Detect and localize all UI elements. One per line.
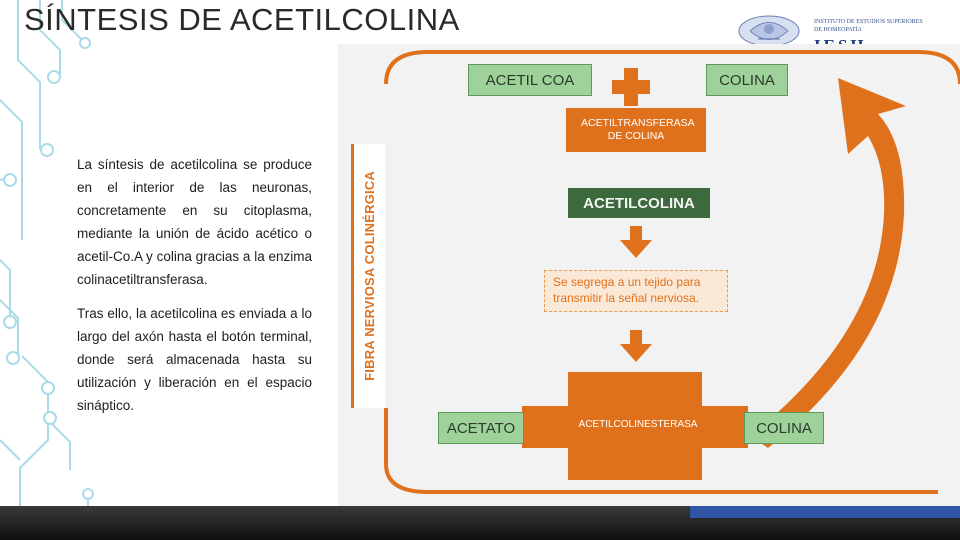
plus-icon [612,68,650,106]
circuit-node [47,70,61,84]
circuit-node [40,143,54,157]
slide-title: SÍNTESIS DE ACETILCOLINA [24,2,460,37]
paragraph-transport: Tras ello, la acetilcolina es enviada a … [77,306,312,413]
fiber-label-text: FIBRA NERVIOSA COLINÉRGICA [362,171,377,381]
circuit-node [3,173,17,187]
esterase-label: ACETILCOLINESTERASA [578,418,698,430]
fiber-side-label: FIBRA NERVIOSA COLINÉRGICA [351,144,385,408]
institution-name: INSTITUTO DE ESTUDIOS SUPERIORES DE HOME… [814,19,923,33]
arrow-down-icon [620,226,652,258]
choline-bottom-box: COLINA [744,412,824,444]
secretion-note: Se segrega a un tejido para transmitir l… [544,270,728,312]
arrow-down-icon [620,330,652,362]
paragraph-synthesis: La síntesis de acetilcolina se produce e… [77,157,312,287]
circuit-node [41,381,55,395]
diagram-shapes [384,50,960,494]
transferase-label: ACETILTRANSFERASA DE COLINA [581,117,695,142]
acetyl-coa-box: ACETIL COA [468,64,592,96]
choline-top-box: COLINA [706,64,788,96]
circuit-node [3,315,17,329]
circuit-node [43,411,57,425]
circuit-node [6,351,20,365]
seal-icon [738,15,800,47]
transferase-box: ACETILTRANSFERASA DE COLINA [566,108,706,152]
acetylcholine-box: ACETILCOLINA [568,188,710,218]
return-arrow-icon [750,78,906,448]
body-text: La síntesis de acetilcolina se produce e… [77,153,312,417]
acetylcholine-cycle-diagram: ACETIL COA COLINA ACETILTRANSFERASA DE C… [338,44,960,506]
circuit-node [79,37,91,49]
acetate-box: ACETATO [438,412,524,444]
footer-accent [690,506,960,518]
circuit-node [82,488,94,500]
